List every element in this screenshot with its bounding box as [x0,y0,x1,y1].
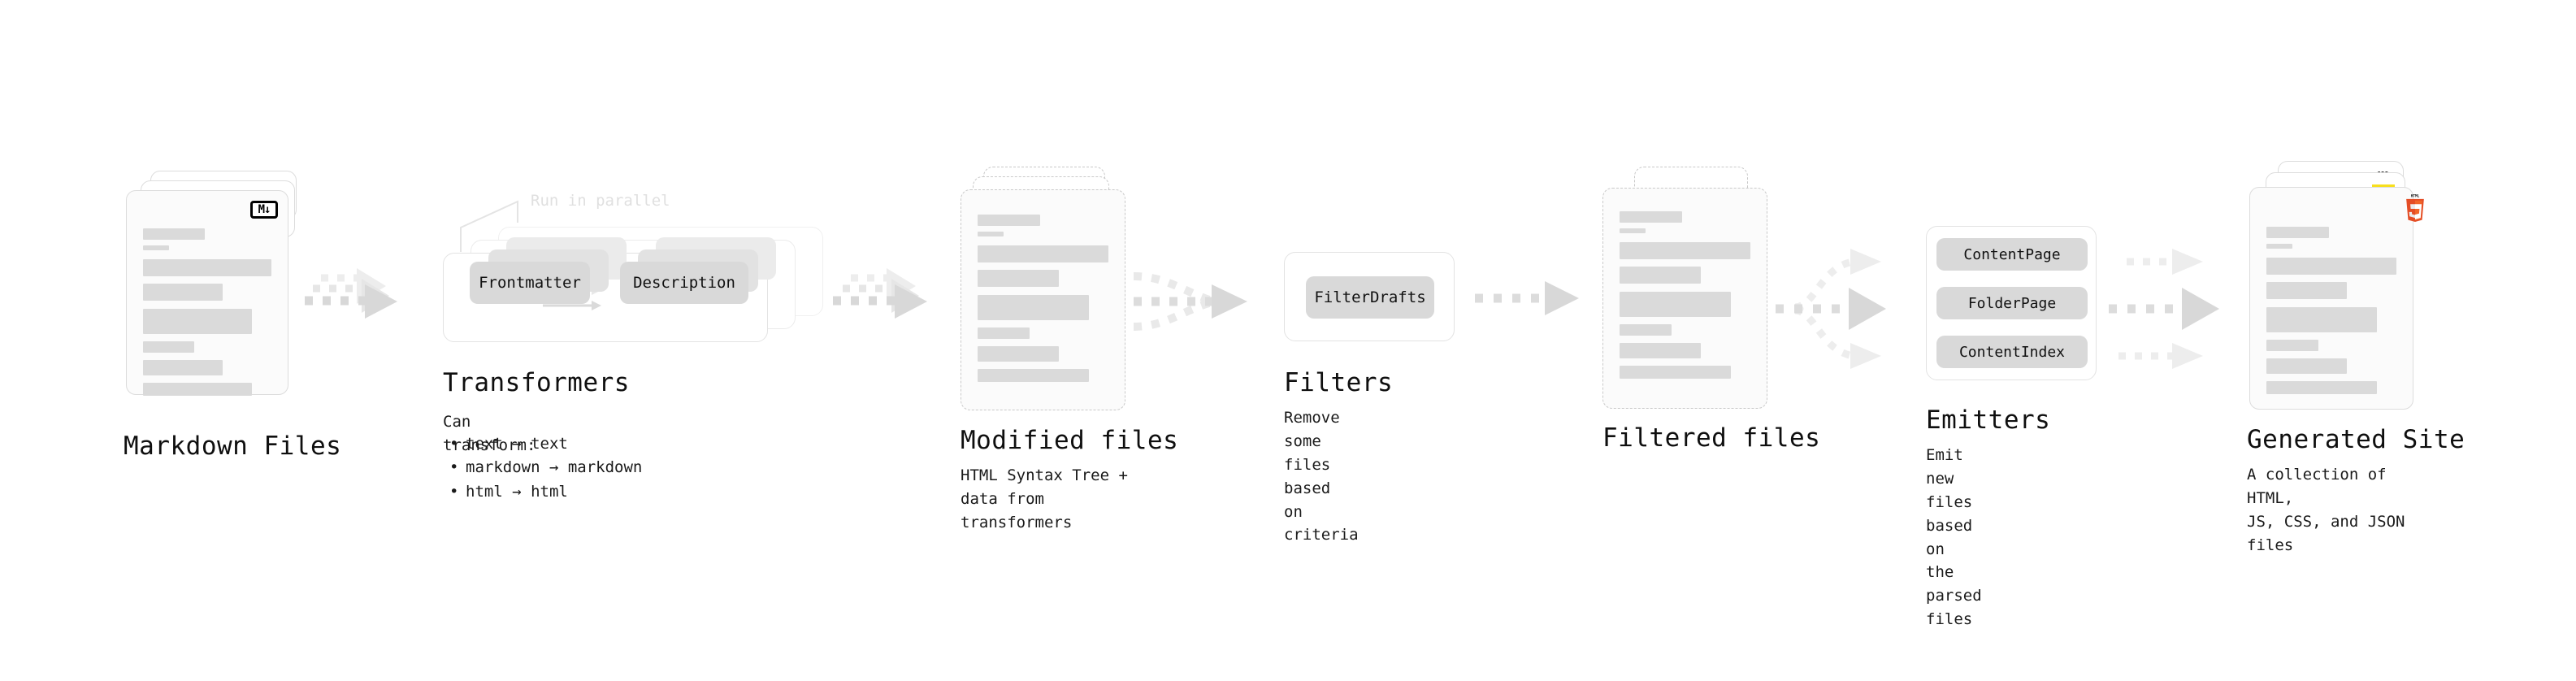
skeleton-bar [1620,292,1731,317]
list-item: text → text [443,432,642,456]
skeleton-bar [143,383,253,396]
skeleton-bar [2266,358,2348,374]
connector-filters-to-filtered [1475,281,1579,315]
stage-modified-files: Modified files HTML Syntax Tree + data f… [961,167,1178,531]
document-skeleton [1620,211,1750,384]
arrow-head-icon [365,284,397,319]
emitter-pill-contentindex[interactable]: ContentIndex [1936,336,2088,368]
skeleton-bar [2266,227,2329,238]
skeleton-bar [978,245,1108,262]
connector-emitters-to-site [2109,249,2219,369]
emitters-card: ContentPage FolderPage ContentIndex [1926,226,2097,380]
run-in-parallel-label: Run in parallel [531,192,670,210]
skeleton-bar [978,232,1004,236]
skeleton-bar [2266,307,2377,332]
skeleton-bar [143,245,169,250]
arrow-head-icon [1850,343,1881,369]
connector-modified-to-filters [1133,272,1247,331]
skeleton-bar [143,360,223,375]
skeleton-bar [1620,324,1672,336]
transformers-bullet-list: text → text markdown → markdown html → h… [443,432,642,504]
arrow-head-icon [1212,284,1247,319]
generated-document-stack: CSS HTML [2249,161,2436,429]
modified-files-description: HTML Syntax Tree + data from transformer… [961,466,1128,531]
list-item: html → html [443,480,642,504]
skeleton-bar [143,309,253,334]
skeleton-bar [978,270,1059,287]
svg-text:HTML: HTML [2411,193,2420,198]
connector-md-to-transformers [305,268,397,319]
document-skeleton [2266,227,2396,400]
skeleton-bar [143,259,271,276]
list-item: markdown → markdown [443,456,642,479]
skeleton-bar [2266,340,2318,351]
transformer-pill-description[interactable]: Description [620,262,748,304]
stage-title-transformers: Transformers [443,368,630,397]
arrow-head-icon [1849,288,1886,330]
stage-title-modified-files: Modified files [961,426,1179,455]
filter-pill-filterdrafts[interactable]: FilterDrafts [1306,276,1434,319]
skeleton-bar [1620,343,1701,358]
filters-card: FilterDrafts [1284,252,1455,341]
skeleton-bar [1620,366,1731,379]
connector-transformers-to-modified [833,268,927,319]
stage-title-markdown-files: Markdown Files [124,432,342,461]
emitter-pill-contentpage[interactable]: ContentPage [1936,238,2088,271]
arrow-head-icon [2182,288,2219,330]
stage-title-emitters: Emitters [1926,406,2051,435]
document-skeleton [978,215,1108,388]
skeleton-bar [978,327,1030,339]
stage-title-generated-site: Generated Site [2247,425,2465,454]
filtered-doc-front [1602,188,1767,409]
skeleton-bar [978,215,1041,226]
markdown-document-stack: M↓ M↓ M↓ [126,171,313,423]
skeleton-bar [1620,228,1646,233]
markdown-icon: M↓ [250,201,278,219]
skeleton-bar [143,284,223,301]
arrow-head-icon [2172,343,2203,369]
stage-title-filtered-files: Filtered files [1602,423,1821,453]
skeleton-bar [2266,282,2348,299]
arrow-head-icon [1850,249,1881,275]
stage-generated-site: CSS HTML [2247,161,2465,554]
skeleton-bar [978,295,1089,320]
arrow-head-icon [2172,249,2203,275]
skeleton-bar [143,228,205,240]
stage-title-filters: Filters [1284,368,1394,397]
filters-description: Remove some files based on criteria [1284,409,1359,544]
stage-filtered-files: Filtered files [1602,167,1820,452]
skeleton-bar [2266,381,2377,394]
generated-doc-front-html: HTML [2249,187,2424,410]
document-skeleton [143,228,271,401]
arrow-head-icon [1545,281,1579,315]
modified-document-stack [961,167,1150,427]
skeleton-bar [143,341,195,353]
skeleton-bar [2266,244,2292,249]
skeleton-bar [1620,211,1683,223]
skeleton-bar [2266,258,2396,275]
skeleton-bar [1620,267,1701,284]
generated-site-description: A collection of HTML, JS, CSS, and JSON … [2247,466,2405,554]
skeleton-bar [1620,242,1750,259]
emitters-description: Emit new files based on the parsed files [1926,446,1982,629]
run-in-parallel-bracket-icon [460,200,518,252]
transformer-pill-frontmatter[interactable]: Frontmatter [470,262,590,304]
skeleton-bar [978,369,1089,382]
connector-filtered-to-emitters [1776,249,1886,369]
skeleton-bar [978,346,1059,362]
stage-markdown-files: M↓ M↓ M↓ Markdown Files [124,171,341,460]
filtered-document-stack [1602,167,1792,427]
arrow-head-icon [895,284,927,319]
markdown-doc-front: M↓ [126,190,288,396]
emitter-pill-folderpage[interactable]: FolderPage [1936,287,2088,319]
modified-doc-front [961,189,1125,410]
